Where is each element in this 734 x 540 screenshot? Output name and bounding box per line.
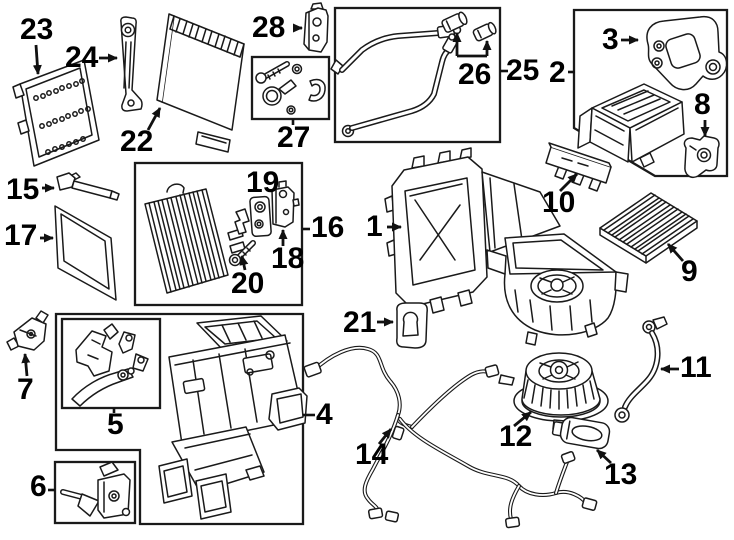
part-19-seal-plate-drawing <box>249 195 272 238</box>
part-13-resistor-drawing <box>551 416 611 450</box>
part-10-bracket-drawing <box>545 142 612 192</box>
callout-10[interactable]: 10 <box>542 186 576 219</box>
part-16-evaporator-drawing <box>144 183 250 294</box>
box-part-6-actuator <box>53 460 137 525</box>
callout-25[interactable]: 25 <box>506 54 540 87</box>
callout-22[interactable]: 22 <box>120 125 154 158</box>
part-7-actuator-drawing <box>6 310 49 351</box>
callout-27[interactable]: 27 <box>277 121 311 154</box>
part-28-valve-drawing <box>303 2 329 53</box>
part-27-seal-kit-drawing <box>255 61 326 115</box>
callout-8[interactable]: 8 <box>694 88 711 121</box>
part-1-hvac-case-drawing <box>384 147 629 346</box>
callout-3[interactable]: 3 <box>602 23 619 56</box>
callout-12[interactable]: 12 <box>499 420 533 453</box>
box-part-16-evaporator <box>133 161 304 307</box>
part-6-actuator-kit-drawing <box>60 461 131 519</box>
part-24-bracket-strip-drawing <box>120 16 143 112</box>
callout-2[interactable]: 2 <box>549 56 566 89</box>
part-17-seal-frame-drawing <box>54 205 117 301</box>
part-26-caps-drawing <box>441 11 497 42</box>
callout-4[interactable]: 4 <box>316 398 333 431</box>
callout-13[interactable]: 13 <box>604 458 638 491</box>
part-15-clip-drawing <box>56 172 120 201</box>
callout-7[interactable]: 7 <box>17 373 34 406</box>
part-14-harness-drawing <box>303 345 598 529</box>
part-21-cover-drawing <box>396 302 428 349</box>
part-18-expansion-valve-drawing <box>271 180 300 228</box>
callout-15[interactable]: 15 <box>6 173 40 206</box>
callout-23[interactable]: 23 <box>20 13 54 46</box>
callout-14[interactable]: 14 <box>355 438 389 471</box>
part-23-mount-plate-drawing <box>12 59 100 167</box>
part-12-blower-motor-drawing <box>498 352 609 431</box>
box-part-27 <box>250 55 331 121</box>
part-8-bracket-drawing <box>683 135 720 178</box>
part-3-gasket-drawing <box>646 15 728 91</box>
callout-6[interactable]: 6 <box>30 470 47 503</box>
callout-19[interactable]: 19 <box>246 166 280 199</box>
part-5-link-set-drawing <box>71 323 149 407</box>
part-22-heater-core-drawing <box>156 13 245 153</box>
part-11-drain-tube-drawing <box>614 316 668 423</box>
callout-5[interactable]: 5 <box>107 408 124 441</box>
part-20-bolt-drawing <box>228 240 256 267</box>
part-9-cabin-filter-drawing <box>599 192 698 264</box>
callout-24[interactable]: 24 <box>65 41 99 74</box>
callout-1[interactable]: 1 <box>366 210 383 243</box>
box-part-4-heater-case <box>54 312 305 526</box>
callout-arrows <box>21 23 710 492</box>
callout-18[interactable]: 18 <box>271 242 305 275</box>
callout-16[interactable]: 16 <box>311 211 345 244</box>
callout-21[interactable]: 21 <box>343 306 377 339</box>
callout-11[interactable]: 11 <box>680 351 712 384</box>
callout-28[interactable]: 28 <box>252 11 286 44</box>
callout-20[interactable]: 20 <box>231 267 265 300</box>
part-4-heater-case-drawing <box>158 315 308 520</box>
callout-17[interactable]: 17 <box>4 219 38 252</box>
box-part-5-links <box>60 317 162 410</box>
callout-9[interactable]: 9 <box>681 255 698 288</box>
callout-26[interactable]: 26 <box>458 58 492 91</box>
box-part-25-hoses <box>333 6 502 144</box>
group-boxes <box>53 6 729 526</box>
